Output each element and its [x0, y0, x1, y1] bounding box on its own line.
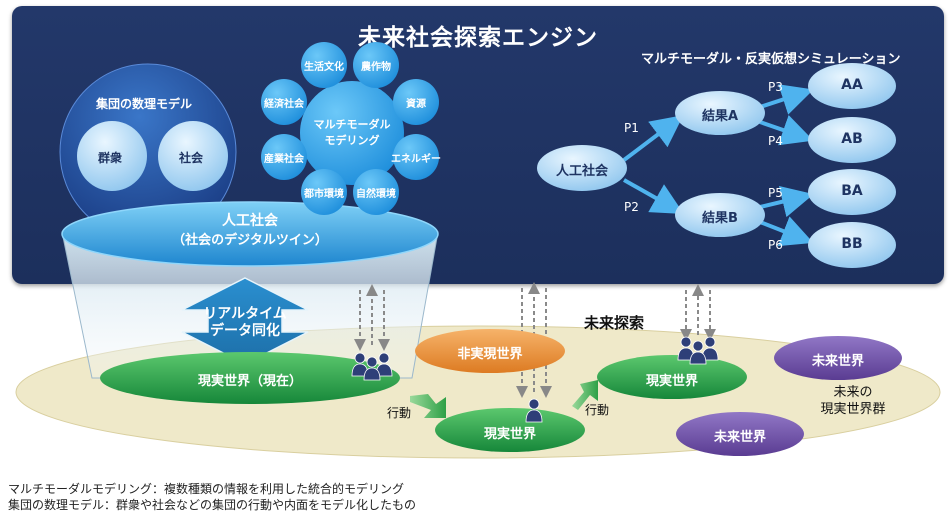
- people-icon: [525, 398, 543, 423]
- edge-p3-label: P3: [768, 80, 783, 94]
- counterfactual-world: [415, 329, 565, 373]
- crowd-circle: [77, 121, 147, 191]
- action-label-1: 行動: [387, 406, 412, 420]
- leaf-aa-node: [808, 63, 896, 109]
- edge-p5: [759, 186, 814, 218]
- bubble-industry-label: 産業社会: [264, 154, 304, 165]
- future-world-b-label: 未来世界: [713, 430, 766, 445]
- society-circle: [158, 121, 228, 191]
- edge-p2: [623, 178, 684, 214]
- edge-p1: [622, 115, 684, 162]
- bubble-resources-label: 資源: [406, 99, 426, 110]
- engine-title: 未来社会探索エンジン: [358, 25, 598, 51]
- real-world-1: [435, 408, 585, 452]
- people-icon: [677, 336, 719, 365]
- digital-twin-label-2: （社会のデジタルツイン）: [172, 233, 328, 248]
- bubble-lifestyle: [301, 42, 347, 88]
- result-a-label: 結果A: [701, 109, 739, 124]
- footnote-2: 集団の数理モデル：群衆や社会などの集団の行動や内面をモデル化したもの: [8, 498, 417, 512]
- digital-twin-disc: [61, 201, 439, 267]
- footnote-1: マルチモーダルモデリング：複数種類の情報を利用した統合的モデリング: [8, 482, 405, 496]
- edge-p4: [759, 115, 814, 146]
- bubble-urban-label: 都市環境: [304, 189, 344, 200]
- tree-root-label: 人工社会: [555, 164, 608, 179]
- real-world-2: [597, 355, 747, 399]
- real-world-1-label: 現実世界: [483, 427, 536, 442]
- tree-root-node: [537, 145, 627, 191]
- bubble-economy-label: 経済社会: [264, 99, 304, 110]
- result-a-node: [675, 91, 765, 135]
- bubble-energy: [393, 134, 439, 180]
- edge-p1-label: P1: [624, 121, 639, 135]
- leaf-aa-label: AA: [841, 77, 863, 93]
- bubble-crops: [353, 42, 399, 88]
- edge-p5-label: P5: [768, 186, 783, 200]
- sync-label-2: データ同化: [210, 323, 280, 339]
- sync-label-1: リアルタイム: [203, 306, 287, 322]
- edge-p6: [759, 216, 814, 247]
- leaf-ab-node: [808, 117, 896, 163]
- society-label: 社会: [179, 151, 204, 165]
- future-world-a-label: 未来世界: [811, 354, 864, 369]
- current-world: [100, 352, 400, 404]
- multimodal-label-2: モデリング: [324, 134, 380, 147]
- bubble-urban: [301, 169, 347, 215]
- bubble-resources: [393, 79, 439, 125]
- leaf-ab-label: AB: [841, 131, 863, 147]
- counterfactual-label: 非実現世界: [457, 347, 523, 362]
- simulation-tree: [537, 63, 896, 268]
- bubble-nature: [353, 169, 399, 215]
- crowd-label: 群衆: [98, 151, 123, 165]
- bubble-economy: [261, 79, 307, 125]
- leaf-bb-node: [808, 222, 896, 268]
- edge-p6-label: P6: [768, 238, 783, 252]
- leaf-ba-label: BA: [841, 183, 863, 199]
- people-icon: [351, 352, 393, 381]
- action-arrow-2: [572, 380, 598, 410]
- future-group-label-1: 未来の: [833, 385, 873, 400]
- future-exploration-label: 未来探索: [584, 314, 645, 332]
- edge-p3: [759, 84, 814, 115]
- multimodal-label-1: マルチモーダル: [313, 118, 391, 131]
- leaf-ba-node: [808, 169, 896, 215]
- future-group-label-2: 現実世界群: [820, 402, 886, 417]
- digital-twin-label-1: 人工社会: [222, 213, 278, 229]
- math-model-label: 集団の数理モデル: [96, 97, 193, 111]
- action-arrow-1: [410, 394, 446, 418]
- bubble-energy-label: エネルギー: [391, 154, 441, 165]
- multimodal-bubbles: [261, 42, 439, 215]
- real-world-2-label: 現実世界: [645, 374, 698, 389]
- leaf-bb-label: BB: [841, 236, 863, 252]
- multimodal-center: [300, 81, 404, 185]
- bubble-crops-label: 農作物: [361, 62, 391, 73]
- result-b-node: [675, 193, 765, 237]
- future-world-a: [774, 336, 902, 380]
- bubble-industry: [261, 134, 307, 180]
- edge-p2-label: P2: [624, 200, 639, 214]
- simulation-subtitle: マルチモーダル・反実仮想シミュレーション: [641, 52, 901, 67]
- edge-p4-label: P4: [768, 134, 783, 148]
- current-world-label: 現実世界（現在）: [197, 374, 302, 389]
- result-b-label: 結果B: [702, 211, 738, 226]
- action-label-2: 行動: [585, 403, 610, 417]
- bubble-nature-label: 自然環境: [356, 189, 396, 200]
- bubble-lifestyle-label: 生活文化: [304, 62, 344, 73]
- future-world-b: [676, 412, 804, 456]
